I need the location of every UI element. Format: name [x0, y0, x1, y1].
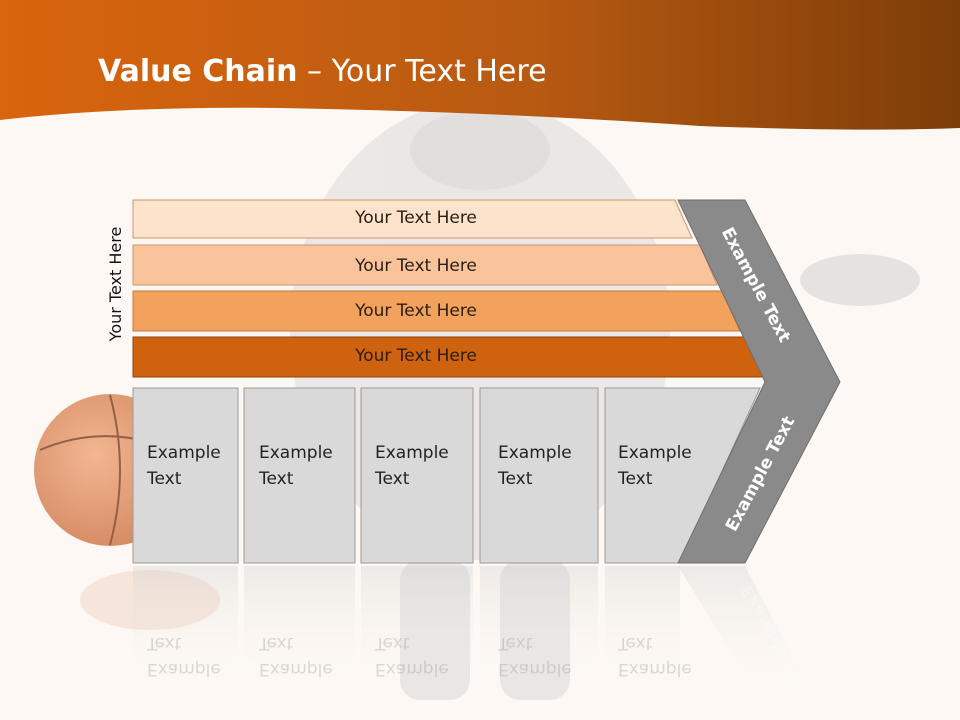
- boxes-group: [132, 387, 761, 564]
- box-4-line1: Example: [498, 443, 572, 463]
- box-3-reflection: Example Text: [375, 633, 449, 679]
- bars-group: [132, 199, 764, 378]
- box-5-reflection: Example Text: [618, 633, 692, 679]
- box-2-reflection: Example Text: [259, 633, 333, 679]
- box-1-reflection: Example Text: [147, 633, 221, 679]
- bar-3-label: Your Text Here: [355, 301, 477, 321]
- chevron-reflection: [678, 566, 810, 700]
- box-1-label: Example Text: [147, 440, 221, 492]
- box-3: [360, 387, 474, 564]
- slide-title-rest: – Your Text Here: [297, 54, 547, 89]
- chevron-arrow: [677, 199, 841, 564]
- slide-title-bold: Value Chain: [98, 54, 298, 89]
- bar-2: [132, 244, 718, 286]
- bar-4-label: Your Text Here: [355, 346, 477, 366]
- bar-1: [132, 199, 693, 239]
- box-2-line1: Example: [259, 443, 333, 463]
- box-1-line2: Text: [147, 469, 182, 489]
- box-3-line2: Text: [375, 469, 410, 489]
- box-4-line2: Text: [498, 469, 533, 489]
- box-4-label: Example Text: [498, 440, 572, 492]
- box-2: [243, 387, 356, 564]
- header-band: [0, 0, 960, 130]
- box-4-reflection: Example Text: [498, 633, 572, 679]
- slide-title: Value Chain – Your Text Here: [98, 54, 547, 89]
- box-5-label: Example Text: [618, 440, 692, 492]
- box-2-line2: Text: [259, 469, 294, 489]
- box-1-line1: Example: [147, 443, 221, 463]
- box-3-label: Example Text: [375, 440, 449, 492]
- box-5-line2: Text: [618, 469, 653, 489]
- box-4: [479, 387, 599, 564]
- box-3-line1: Example: [375, 443, 449, 463]
- box-5-line1: Example: [618, 443, 692, 463]
- box-1: [132, 387, 239, 564]
- bar-3: [132, 290, 741, 332]
- bar-2-label: Your Text Here: [355, 256, 477, 276]
- side-vertical-label: Your Text Here: [106, 226, 125, 342]
- box-2-label: Example Text: [259, 440, 333, 492]
- boxes-reflection: [133, 566, 680, 686]
- bar-1-label: Your Text Here: [355, 208, 477, 228]
